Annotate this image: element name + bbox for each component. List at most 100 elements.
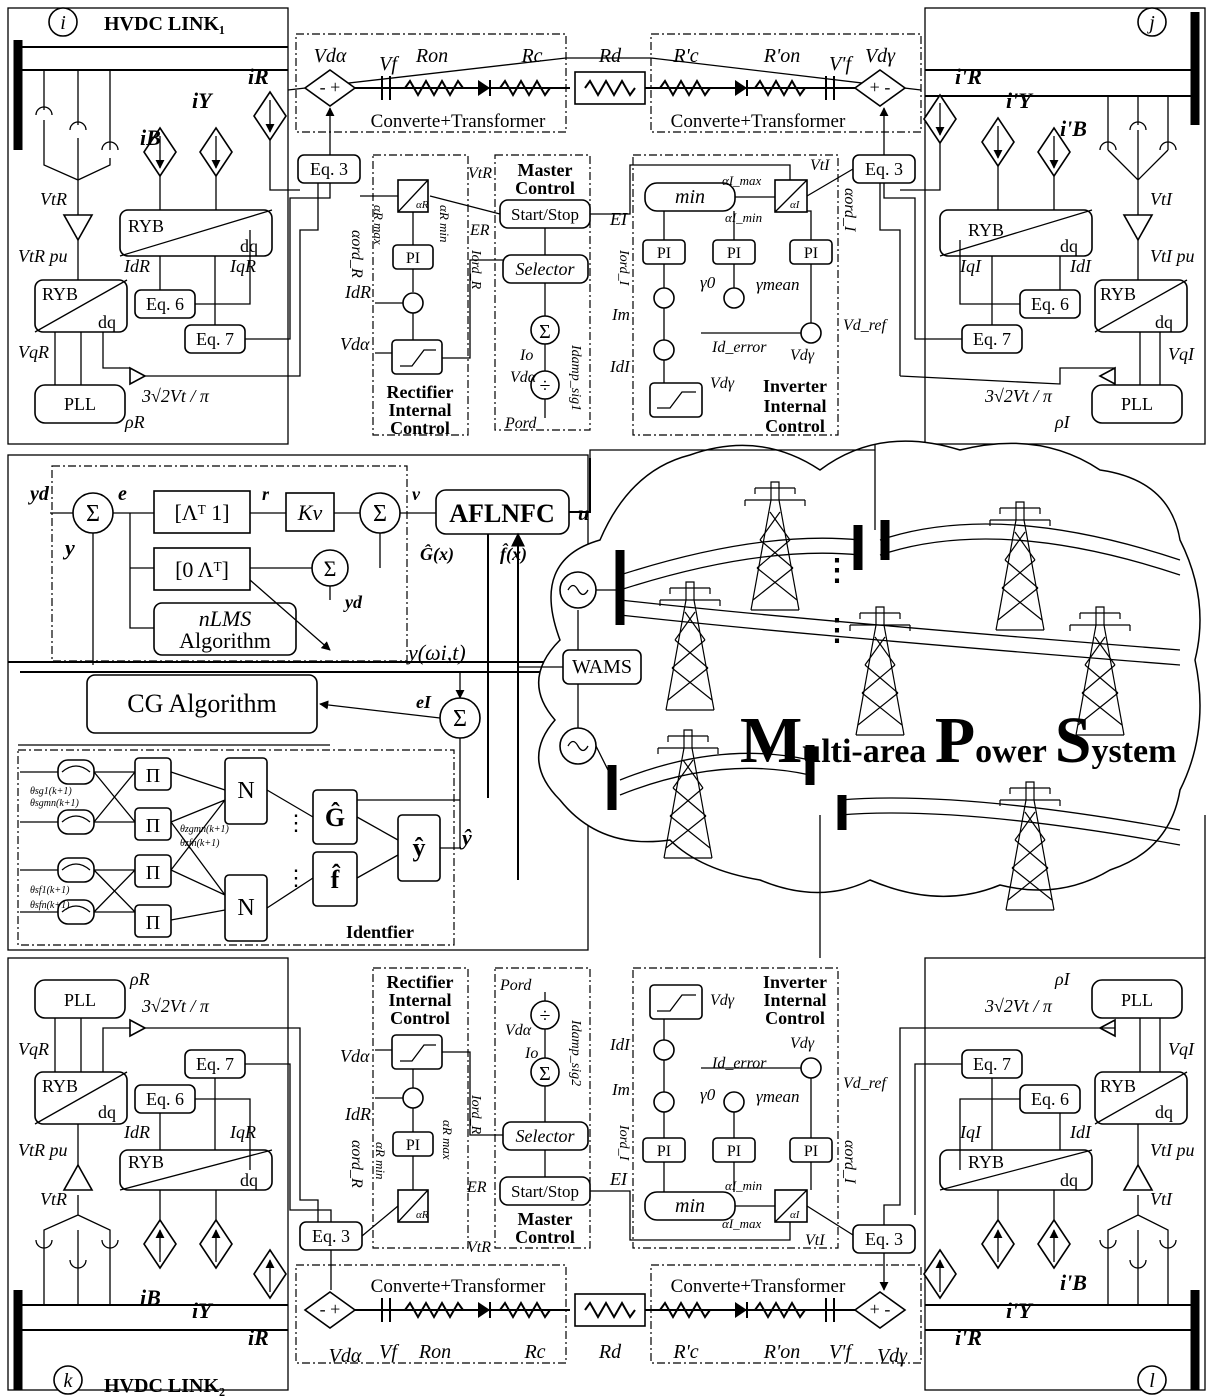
svg-text:Internal: Internal [389,400,452,420]
ryb-dq-i2: RYB dq [940,210,1092,256]
svg-text:Eq. 7: Eq. 7 [196,1054,234,1074]
svg-text:AFLNFC: AFLNFC [449,499,554,528]
svg-text:Σ: Σ [539,1063,551,1085]
svg-text:IdR: IdR [344,282,371,302]
svg-text:Rc: Rc [520,45,542,67]
svg-text:Σ: Σ [373,501,387,527]
svg-text:Ron: Ron [415,45,448,67]
svg-text:Io: Io [524,1045,538,1062]
svg-text:ρR: ρR [124,412,145,432]
svg-text:ŷ: ŷ [413,833,426,862]
svg-text:Vdα: Vdα [510,369,537,386]
svg-text:IqI: IqI [959,1122,982,1142]
svg-text:αord_I: αord_I [841,188,858,232]
svg-text:Idamp_sig2: Idamp_sig2 [568,1019,583,1086]
svg-text:αord_R: αord_R [348,230,365,278]
svg-text:⋮: ⋮ [822,614,852,647]
svg-text:Master: Master [518,160,573,180]
svg-text:ρI: ρI [1054,969,1071,989]
svg-text:Vdα: Vdα [329,1345,362,1367]
svg-text:Π: Π [146,765,160,787]
svg-text:Vdα: Vdα [314,45,347,67]
svg-text:Eq. 6: Eq. 6 [1031,1089,1069,1109]
svg-text:Converte+Transformer: Converte+Transformer [371,111,546,132]
svg-text:Inverter: Inverter [763,972,827,992]
link2-title: HVDC LINK₂ [104,1375,225,1397]
svg-text:αI: αI [790,199,801,211]
svg-text:yd: yd [28,483,50,505]
svg-text:Internal: Internal [389,990,452,1010]
svg-text:iY: iY [192,88,214,113]
svg-text:i'R: i'R [955,1325,982,1350]
svg-text:iR: iR [248,64,269,89]
svg-text:yd: yd [343,592,363,612]
svg-text:αR: αR [416,199,429,211]
svg-text:Iord_I: Iord_I [616,1124,631,1162]
svg-text:Ron: Ron [418,1341,451,1363]
svg-text:i'Y: i'Y [1006,88,1034,113]
svg-text:αR min: αR min [373,1142,388,1180]
svg-text:RYB: RYB [968,1152,1004,1172]
svg-text:min: min [675,1195,705,1217]
svg-text:N: N [237,778,254,804]
svg-text:Control: Control [515,1227,575,1247]
svg-text:Vdγ: Vdγ [710,992,735,1009]
svg-text:Io: Io [519,347,533,364]
svg-text:l: l [1149,1370,1155,1392]
svg-text:3√2Vt / π: 3√2Vt / π [984,386,1053,406]
svg-text:Vdα: Vdα [340,334,370,354]
svg-text:ER: ER [466,1179,487,1196]
svg-text:VtI: VtI [1150,189,1173,209]
svg-text:Σ: Σ [539,321,551,343]
svg-text:Rc: Rc [523,1341,545,1363]
svg-text:R'on: R'on [763,1341,801,1363]
svg-text:Kv: Kv [297,500,323,525]
svg-text:VtR: VtR [40,1189,67,1209]
svg-text:PLL: PLL [64,394,96,414]
svg-text:Vdα: Vdα [340,1046,370,1066]
svg-text:VqR: VqR [18,1039,49,1059]
svg-text:Eq. 3: Eq. 3 [312,1226,350,1246]
svg-text:+ -: + - [870,77,891,97]
svg-text:e: e [118,483,127,505]
svg-text:Σ: Σ [86,501,100,527]
svg-text:3√2Vt / π: 3√2Vt / π [141,386,210,406]
svg-text:PI: PI [804,1143,818,1160]
svg-text:Control: Control [765,1008,825,1028]
svg-text:[Λᵀ 1]: [Λᵀ 1] [174,500,229,525]
svg-text:IdI: IdI [609,357,631,376]
svg-text:V'f: V'f [829,1341,853,1363]
svg-text:Eq. 7: Eq. 7 [196,329,234,349]
svg-text:VtR pu: VtR pu [18,246,68,266]
svg-text:Π: Π [146,912,160,934]
svg-text:Start/Stop: Start/Stop [511,1182,579,1201]
svg-text:VtI: VtI [1150,1189,1173,1209]
svg-text:⋮: ⋮ [285,865,307,890]
svg-text:Eq. 3: Eq. 3 [865,159,903,179]
svg-text:IdR: IdR [123,256,150,276]
svg-text:VtR: VtR [40,189,67,209]
svg-text:iB: iB [140,1285,161,1310]
svg-text:Idamp_sig1: Idamp_sig1 [568,344,583,411]
svg-text:Inverter: Inverter [763,376,827,396]
svg-text:VtI pu: VtI pu [1150,246,1195,266]
svg-text:Ĝ(x): Ĝ(x) [420,543,454,565]
svg-text:y: y [62,535,75,560]
svg-text:PI: PI [657,1143,671,1160]
svg-text:Vdγ: Vdγ [865,45,896,67]
svg-text:ρI: ρI [1054,412,1071,432]
svg-text:IqI: IqI [959,256,982,276]
svg-text:VtR pu: VtR pu [18,1140,68,1160]
svg-text:eI: eI [416,692,432,712]
svg-text:ŷ: ŷ [459,825,472,850]
current-sources-right [924,95,1070,176]
svg-text:Vdγ: Vdγ [790,347,815,364]
svg-text:3√2Vt / π: 3√2Vt / π [984,996,1053,1016]
svg-text:Control: Control [765,416,825,436]
svg-text:k: k [64,1370,74,1392]
svg-text:αI_min: αI_min [725,210,762,225]
svg-text:dq: dq [1155,312,1173,332]
svg-text:Rd: Rd [598,45,622,67]
svg-text:r: r [262,484,270,504]
